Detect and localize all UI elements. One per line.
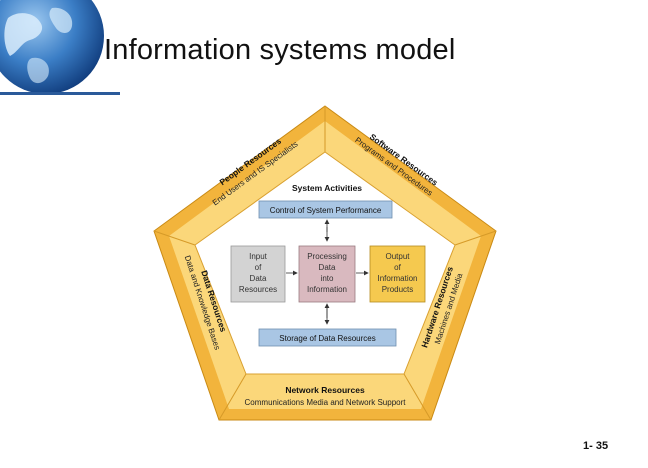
globe-continent [27,57,49,84]
network-resources-subtitle: Communications Media and Network Support [245,398,407,407]
network-resources-title: Network Resources [285,385,365,395]
segment-divider [403,373,432,421]
processing-box-line: Processing [307,252,347,261]
globe-continent [4,13,43,57]
input-box-line: Resources [239,285,277,294]
globe-continent [49,7,73,34]
output-box-line: Products [382,285,414,294]
processing-box-line: Data [319,263,336,272]
storage-box-label: Storage of Data Resources [279,334,376,343]
slide-title: Information systems model [104,34,456,66]
input-box [230,245,286,303]
input-box-line: Input [249,252,268,261]
output-box-line: Information [377,274,417,283]
processing-box [298,245,356,303]
output-box-line: Output [385,252,410,261]
system-activities-title: System Activities [292,183,362,193]
control-box-label: Control of System Performance [270,206,382,215]
output-box [369,245,426,303]
segment-divider [454,230,497,246]
segment-divider [218,373,247,421]
input-box-line: of [255,263,262,272]
title-underline [0,92,120,95]
storage-box [258,328,397,347]
processing-box-line: into [321,274,334,283]
globe-logo [0,0,110,96]
output-box-line: of [394,263,401,272]
processing-box-line: Information [307,285,347,294]
page-number: 1- 35 [583,440,609,452]
input-box-line: Data [250,274,267,283]
segment-divider [153,230,196,246]
control-box [258,200,393,219]
